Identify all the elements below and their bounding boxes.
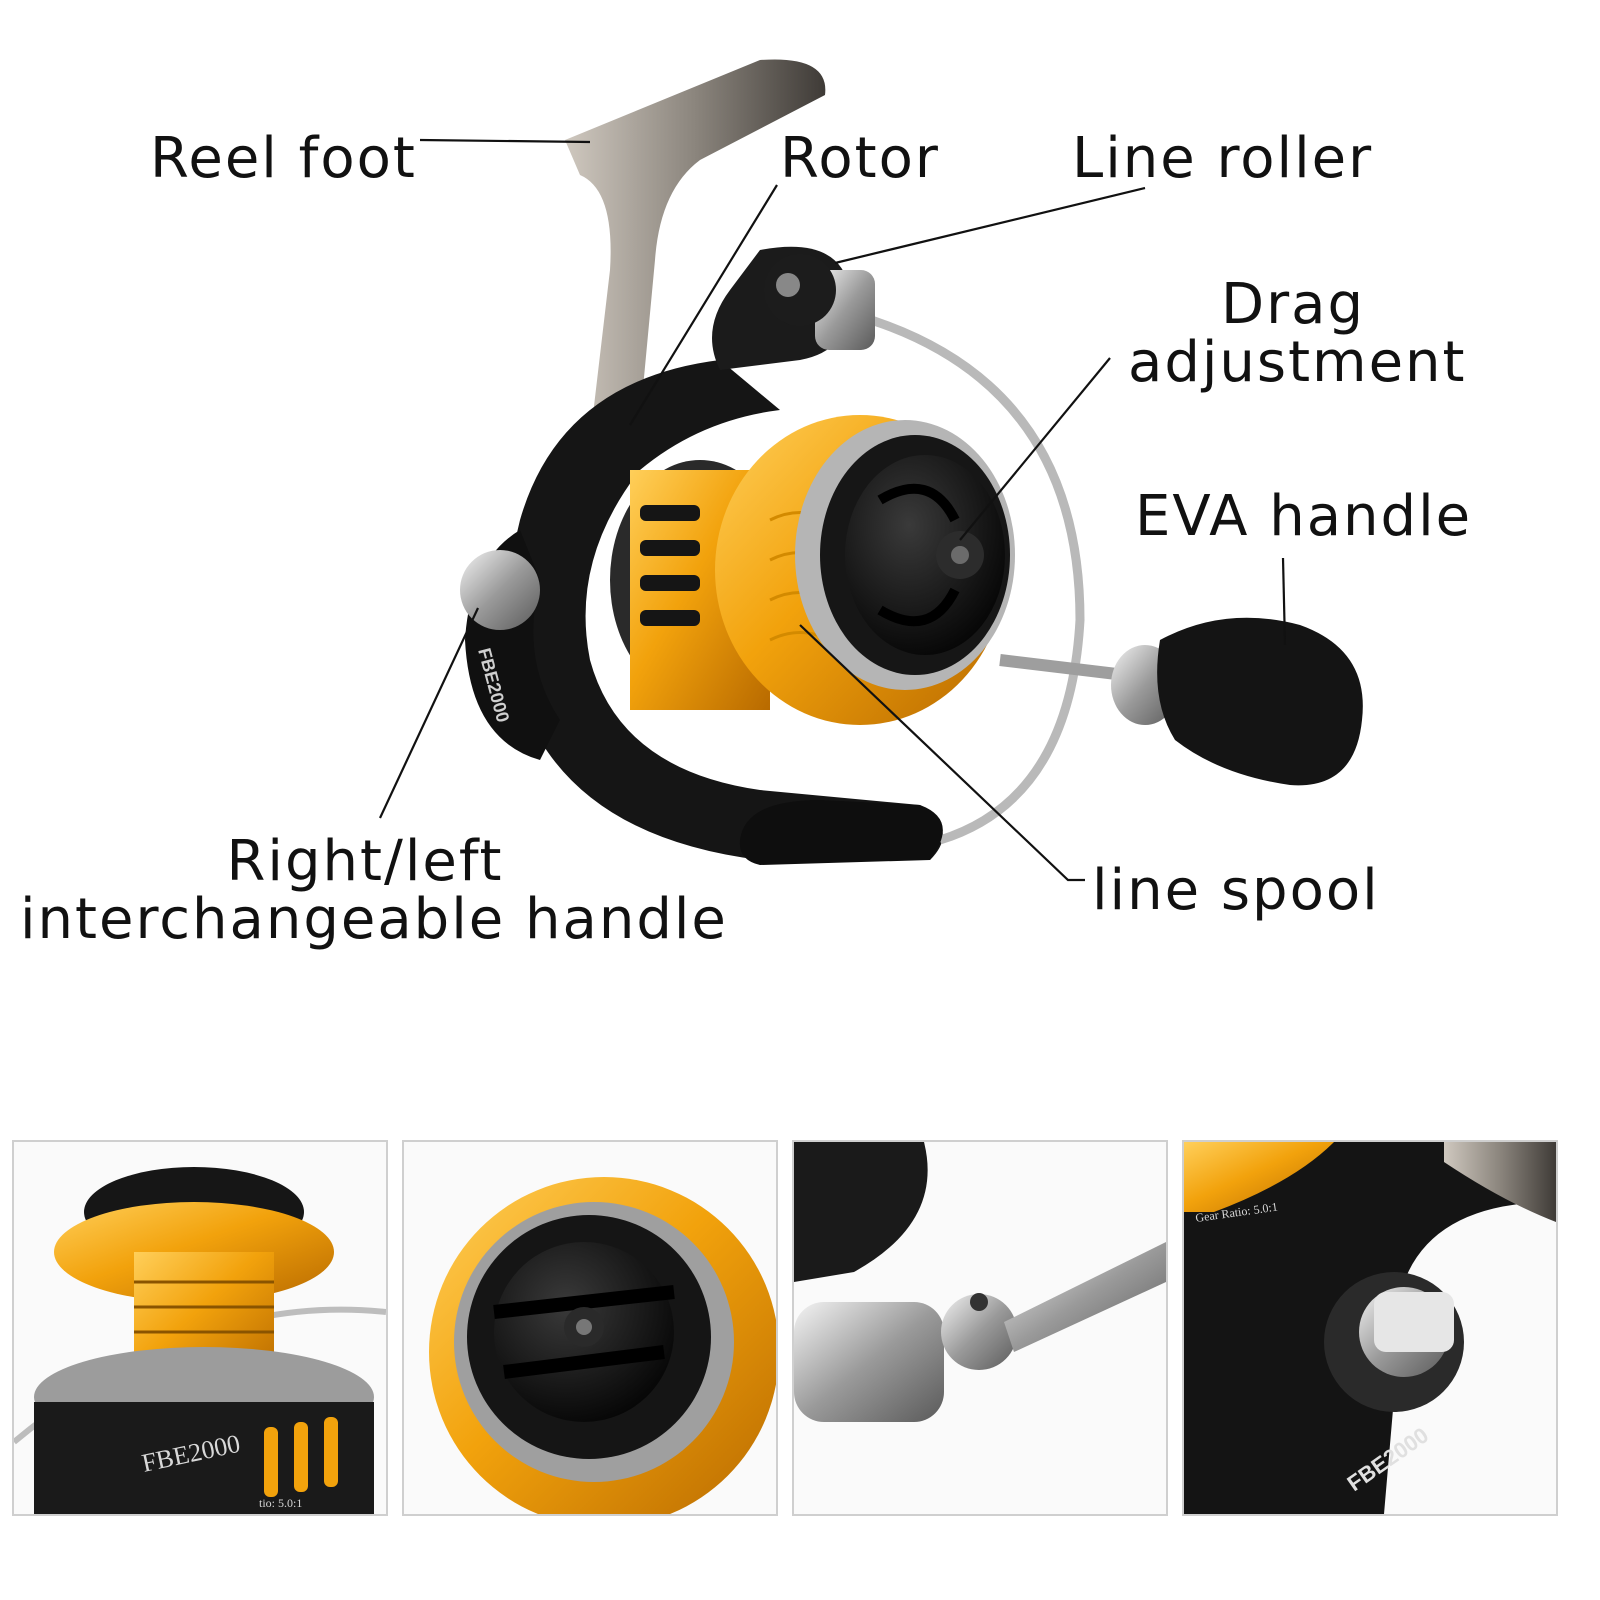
drag-knob: [845, 455, 1005, 655]
leader-eva-handle: [1281, 557, 1287, 646]
label-drag-adjustment: Drag adjustment: [1128, 272, 1467, 395]
bail-wire: [853, 310, 1085, 845]
handle-cap: [460, 550, 540, 630]
label-eva-handle: EVA handle: [1135, 484, 1473, 549]
leader-rotor: [629, 184, 778, 426]
label-handle-line2: interchangeable handle: [20, 887, 728, 952]
thumb1-gear-ratio: tio: 5.0:1: [259, 1496, 302, 1510]
label-reel-foot: Reel foot: [150, 126, 417, 191]
eva-handle-part: [999, 617, 1363, 786]
rotor: [508, 360, 943, 860]
detail-photo-spool: FBE2000 tio: 5.0:1: [12, 1140, 388, 1516]
label-line-spool: line spool: [1092, 858, 1380, 923]
leader-lines: [379, 138, 1287, 882]
label-line-roller: Line roller: [1072, 126, 1374, 191]
label-rotor: Rotor: [780, 126, 940, 191]
leader-interchangeable-handle: [379, 607, 479, 819]
line-roller-part: [764, 254, 875, 350]
leader-line-spool: [799, 624, 1085, 882]
detail-photo-drag: [402, 1140, 778, 1516]
leader-reel-foot: [419, 138, 591, 144]
label-drag-line2: adjustment: [1128, 330, 1467, 395]
main-reel: [460, 59, 1363, 865]
reel-base: [739, 800, 943, 865]
reel-foot: [565, 59, 826, 443]
label-handle-line1: Right/left: [226, 829, 504, 894]
leader-drag: [959, 357, 1111, 541]
label-interchangeable-handle: Right/left interchangeable handle: [20, 829, 728, 952]
leader-line-roller: [834, 186, 1146, 265]
detail-photo-handle-arm: [792, 1140, 1168, 1516]
detail-photo-body: Gear Ratio: 5.0:1 FBE2000: [1182, 1140, 1558, 1516]
label-drag-line1: Drag: [1220, 272, 1365, 337]
